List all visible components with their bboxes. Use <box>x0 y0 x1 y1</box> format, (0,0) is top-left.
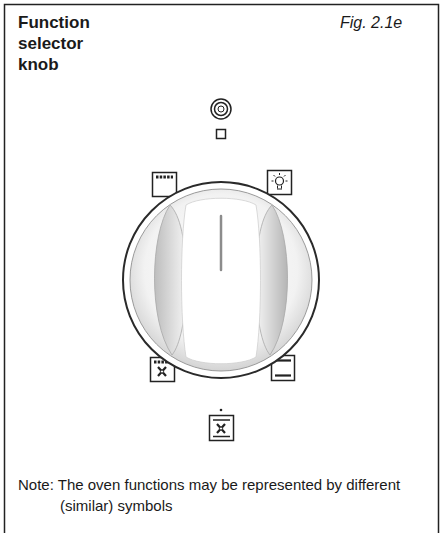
figure-number: Fig. 2.1e <box>340 14 402 32</box>
frame-border <box>5 5 439 533</box>
selector-knob <box>123 182 319 378</box>
off-symbol <box>211 99 231 139</box>
fan-symbol <box>210 409 234 441</box>
footnote-text: Note: The oven functions may be represen… <box>18 474 428 516</box>
figure-title: Function selector knob <box>18 12 128 75</box>
